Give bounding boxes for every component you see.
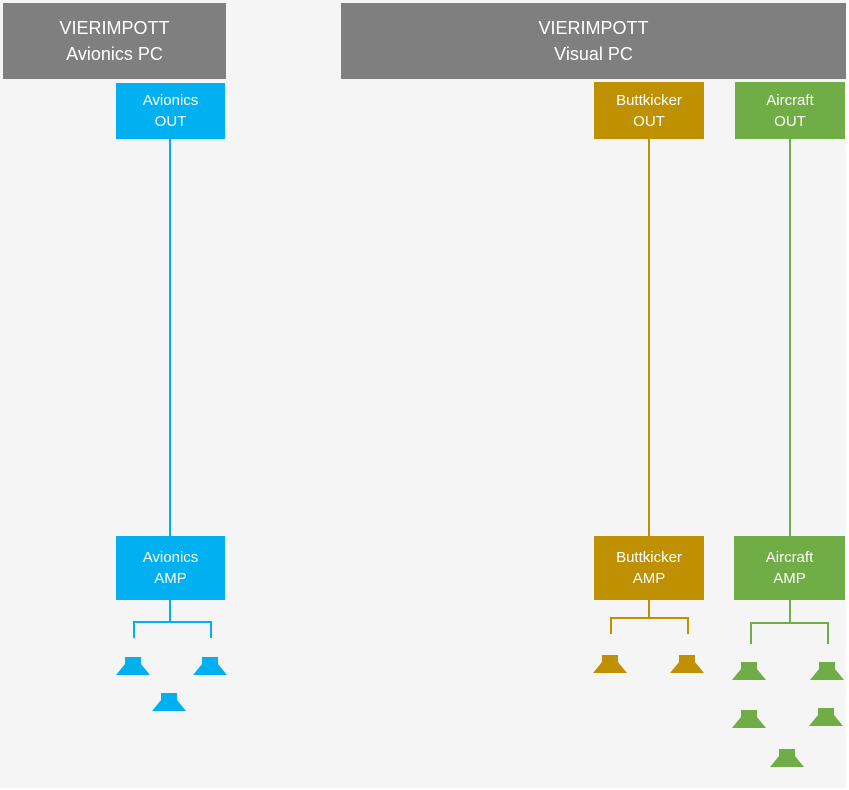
- avionics-out-label: Avionics: [142, 92, 199, 109]
- header-visual-pc-subtitle: Visual PC: [554, 44, 633, 64]
- avionics-amp-label: Avionics: [142, 549, 199, 566]
- aircraft-amp-label: Aircraft: [765, 549, 814, 566]
- speaker-icon: [116, 657, 150, 675]
- buttkicker-amp-label: Buttkicker: [616, 549, 682, 566]
- speaker-icon: [193, 657, 227, 675]
- header-avionics-pc-title: VIERIMPOTT: [59, 18, 170, 38]
- buttkicker-out-sublabel: OUT: [633, 112, 665, 130]
- speaker-icon: [152, 693, 186, 711]
- buttkicker-amp-box: Buttkicker AMP: [594, 536, 704, 600]
- buttkicker-out-box: Buttkicker OUT: [594, 82, 704, 139]
- speaker-icon: [732, 662, 766, 680]
- speaker-icon: [670, 655, 704, 673]
- aircraft-out-sublabel: OUT: [774, 112, 806, 130]
- avionics-amp-sublabel: AMP: [154, 570, 187, 587]
- buttkicker-amp-sublabel: AMP: [632, 570, 666, 587]
- speaker-icon: [593, 655, 627, 673]
- speaker-icon: [809, 708, 843, 726]
- speaker-icon: [732, 710, 766, 728]
- header-visual-pc-title: VIERIMPOTT: [538, 18, 649, 38]
- header-visual-pc: VIERIMPOTT Visual PC: [341, 3, 846, 79]
- speaker-icon: [770, 749, 804, 767]
- avionics-out-box: Avionics OUT: [116, 83, 225, 139]
- buttkicker-out-label: Buttkicker: [616, 91, 682, 109]
- aircraft-out-label: Aircraft: [766, 91, 814, 109]
- header-avionics-pc: VIERIMPOTT Avionics PC: [3, 3, 226, 79]
- aircraft-amp-box: Aircraft AMP: [734, 536, 845, 600]
- aircraft-amp-sublabel: AMP: [773, 570, 806, 587]
- header-avionics-pc-subtitle: Avionics PC: [66, 44, 163, 64]
- speaker-icon: [810, 662, 844, 680]
- aircraft-out-box: Aircraft OUT: [735, 82, 845, 139]
- avionics-amp-box: Avionics AMP: [116, 536, 225, 600]
- avionics-out-sublabel: OUT: [154, 113, 187, 130]
